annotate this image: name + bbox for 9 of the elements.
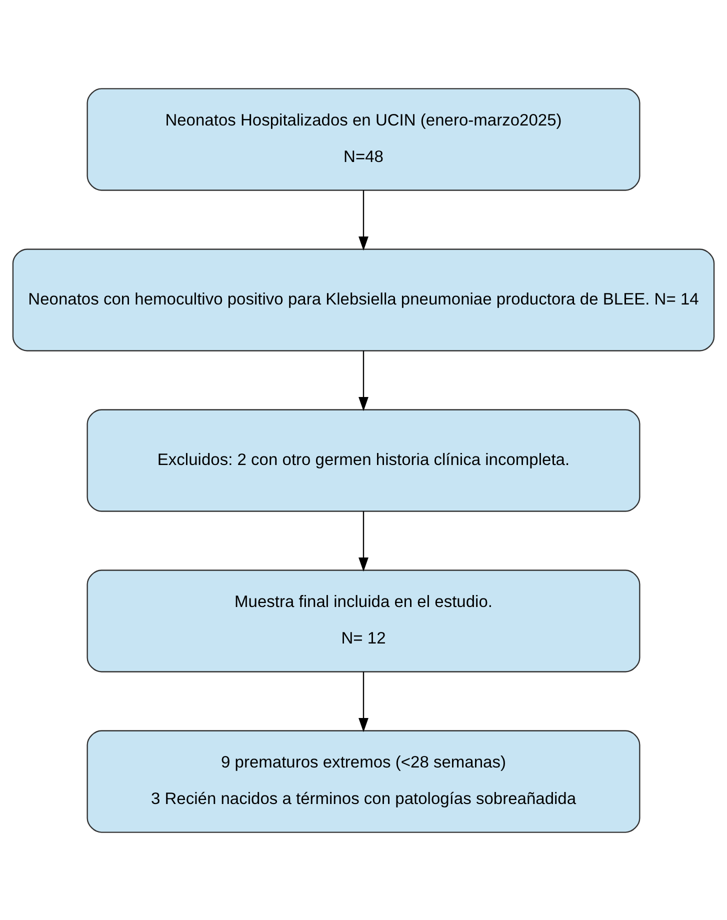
node-box: Muestra final incluida en el estudio. N= 12 <box>86 569 640 672</box>
arrow <box>358 510 368 572</box>
node-box: 9 prematuros extremos (<28 semanas) 3 Recién nacidos a términos con patologías sobreañadida <box>86 730 640 832</box>
arrow <box>358 671 368 732</box>
node-box: Neonatos Hospitalizados en UCIN (enero-marzo2025) N=48 <box>86 88 640 190</box>
arrow <box>358 190 368 250</box>
node-box: Excluidos: 2 con otro germen historia clínica incompleta. <box>86 408 640 512</box>
arrow <box>358 350 368 411</box>
node-box: Neonatos con hemocultivo positivo para Klebsiella pneumoniae productora de BLEE. N= 14 <box>12 248 715 351</box>
